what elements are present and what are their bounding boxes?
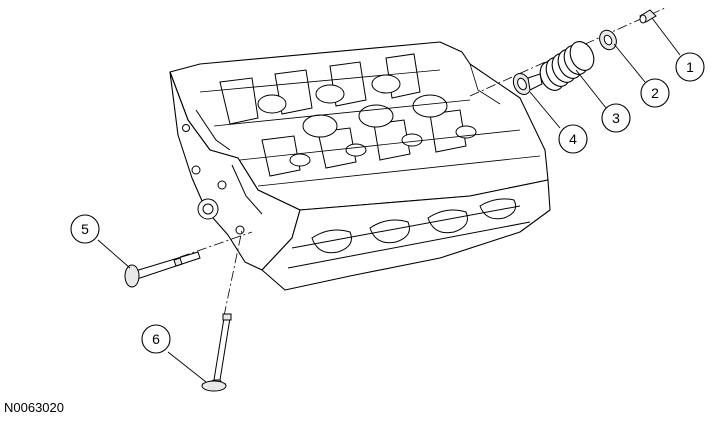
cam-tower [317,127,357,169]
valve-bore [401,133,423,147]
callout-1: 1 [675,52,705,82]
center-lines [179,7,666,317]
part-spring-retainer [599,29,617,51]
figure-id: N0063020 [4,400,64,415]
leader-lines [97,17,681,383]
part-valve-horizontal [124,251,201,288]
bolt-hole [191,165,201,175]
bolt-hole [235,225,245,235]
callout-5: 5 [70,214,100,244]
valve-bore [412,94,448,118]
callout-2: 2 [640,78,670,108]
cam-tower [373,119,411,161]
leader-6 [167,351,207,383]
deck-details [199,63,541,187]
callout-6: 6 [141,324,171,354]
valve-bore [257,94,287,114]
end-face-features [182,109,263,235]
bolt-hole [182,124,190,132]
port [479,198,517,220]
valve-bore [371,74,401,94]
callout-6-label: 6 [152,331,160,347]
callout-2-label: 2 [651,85,659,101]
valve-bore [302,114,338,138]
side-ports [287,198,531,269]
side-flange-edge [291,205,521,249]
callout-3: 3 [601,103,631,133]
leader-1 [651,17,681,56]
end-plug-inner [202,203,214,215]
end-face-rib [231,164,263,215]
bolt-hole [217,180,227,190]
port [369,219,410,244]
port [311,229,352,254]
end-face-rib [195,109,231,151]
valve-bore [289,153,311,167]
part-valve-vertical [201,313,232,392]
valve-bore [315,84,345,104]
vertical-valve-axis [223,229,243,317]
leader-4 [529,91,561,129]
leader-5 [97,239,131,269]
callout-1-label: 1 [686,59,694,75]
lower-valve-axis [179,231,253,258]
leader-2 [613,43,646,83]
deck-bores [257,74,477,167]
callout-5-label: 5 [81,221,89,237]
leader-3 [575,69,607,109]
part-valve-spring [539,41,595,91]
side-flange-edge [287,221,531,269]
callout-4-label: 4 [569,131,577,147]
port [427,209,468,234]
callout-4: 4 [558,124,588,154]
part-valve-seal [512,72,543,96]
part-valve-keeper [639,9,657,24]
callout-3-label: 3 [612,110,620,126]
valve-bore [345,143,367,157]
